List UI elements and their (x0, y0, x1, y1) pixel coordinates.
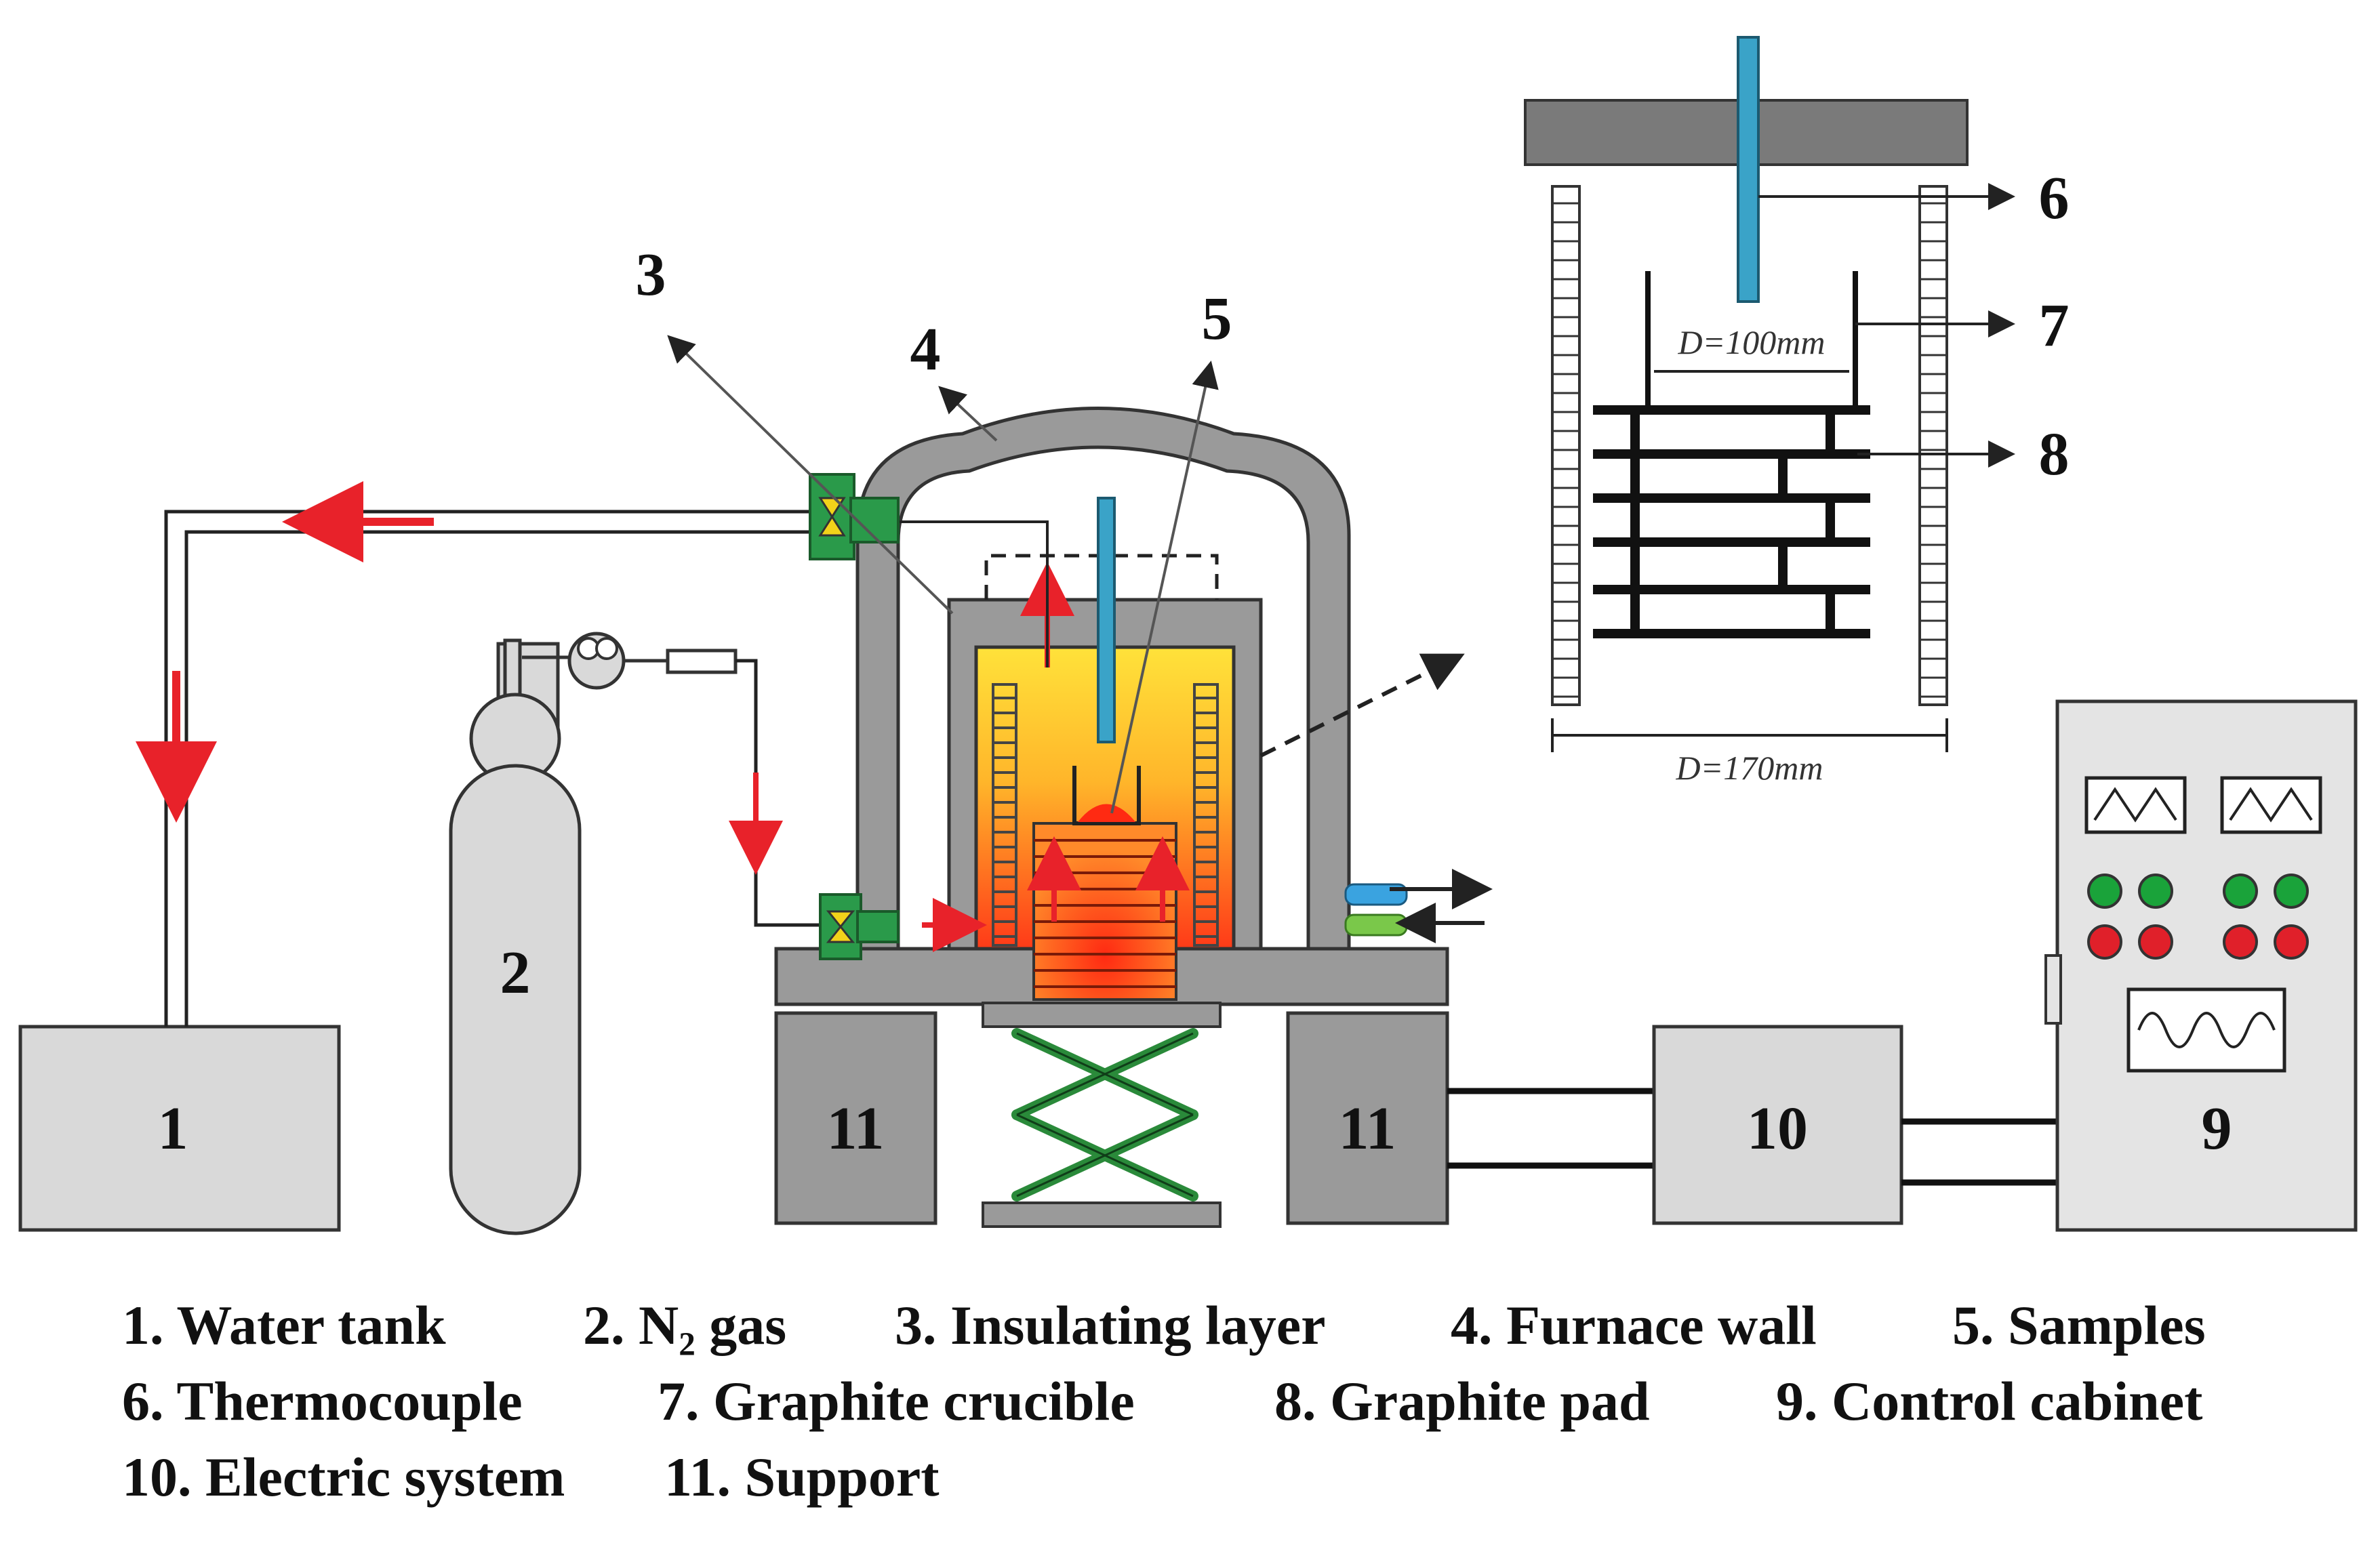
water-tank-label: 1 (158, 1095, 188, 1162)
legend-item: 1. Water tank (122, 1294, 446, 1356)
graphite-crucible-label: 7 (2039, 292, 2070, 359)
heating-coils (992, 683, 1219, 947)
electric-system-label: 10 (1747, 1095, 1808, 1162)
samples-label: 5 (1202, 285, 1232, 352)
legend-item: 6. Thermocouple (122, 1370, 523, 1432)
legend-item: 10. Electric system (122, 1446, 565, 1508)
chamber-crucible (1072, 766, 1141, 825)
support-left-label: 11 (826, 1095, 884, 1162)
insulating-layer-label: 3 (636, 241, 666, 308)
legend-item: 8. Graphite pad (1274, 1370, 1650, 1432)
legend-item: 2. N₂ gas (583, 1294, 787, 1356)
graphite-pad-label: 8 (2039, 421, 2070, 488)
outer-diameter-label: D=170mm (1675, 749, 1823, 787)
electric-system: 10 (1652, 1025, 1903, 1225)
crucible-diameter-label: D=100mm (1677, 323, 1825, 361)
cables-support-to-electric (1447, 1088, 1654, 1169)
valve-bottom (819, 893, 900, 960)
control-cabinet: 9 (2044, 699, 2358, 1232)
water-tank: 1 (18, 1025, 341, 1232)
support-right-label: 11 (1338, 1095, 1396, 1162)
legend-row-3: 10. Electric system 11. Support (122, 1439, 2359, 1515)
legend-item: 7. Graphite crucible (658, 1370, 1135, 1432)
legend-item: 5. Samples (1952, 1294, 2206, 1356)
zoom-arrow (1259, 653, 1465, 758)
n2-gas-label: 2 (500, 939, 531, 1006)
furnace-thermocouple (1097, 497, 1116, 743)
support-left: 11 (774, 1011, 937, 1225)
valve-top (809, 473, 900, 560)
legend-item: 4. Furnace wall (1451, 1294, 1817, 1356)
water-pipe (164, 510, 810, 1027)
control-cabinet-label: 9 (2202, 1095, 2232, 1162)
legend-item: 9. Control cabinet (1776, 1370, 2203, 1432)
legend-item: 3. Insulating layer (895, 1294, 1326, 1356)
cables-electric-to-cabinet (1901, 1118, 2057, 1186)
water-flow-arrows (136, 481, 434, 823)
thermocouple-label: 6 (2039, 165, 2070, 232)
detail-inset: D=100mm D=170mm 6 7 8 (1524, 36, 2070, 787)
label-leaders (667, 335, 1219, 814)
n2-gas-cylinder: 2 (449, 638, 582, 1235)
indicator-lights (2087, 874, 2309, 960)
cooling-ports (1344, 869, 1493, 943)
legend-row-1: 1. Water tank 2. N₂ gas 3. Insulating la… (122, 1288, 2359, 1363)
legend-row-2: 6. Thermocouple 7. Graphite crucible 8. … (122, 1363, 2359, 1439)
legend: 1. Water tank 2. N₂ gas 3. Insulating la… (122, 1288, 2359, 1515)
furnace-schematic: 1 2 11 11 (18, 36, 2358, 1235)
scissor-lift (982, 1002, 1222, 1228)
gas-pipe (735, 659, 841, 927)
support-right: 11 (1286, 1011, 1449, 1225)
furnace-wall (855, 407, 1351, 951)
legend-item: 11. Support (664, 1446, 940, 1508)
furnace-wall-label: 4 (910, 316, 941, 383)
gas-regulator (522, 632, 738, 690)
